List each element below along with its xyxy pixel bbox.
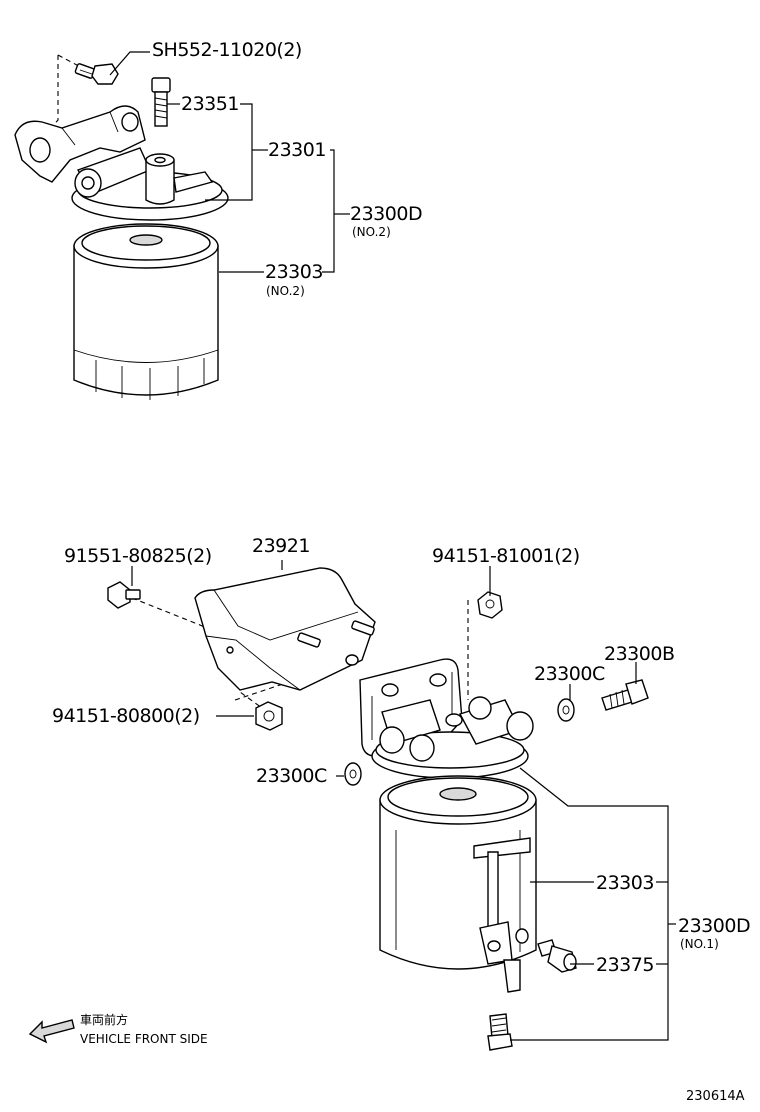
front-arrow-icon	[28, 1019, 75, 1044]
label-94151-81001: 94151-81001(2)	[432, 545, 580, 567]
nut-94151-80800-icon	[255, 701, 283, 731]
label-91551-80825: 91551-80825(2)	[64, 545, 212, 567]
label-23300d-top-sub: (NO.2)	[352, 225, 391, 239]
washer-23300c-left-icon	[344, 762, 362, 786]
label-23351: 23351	[181, 93, 239, 115]
filter-cartridge-23303-no2-icon	[73, 223, 219, 400]
label-23303-top-sub: (NO.2)	[266, 284, 305, 298]
bracket-23921-icon	[194, 567, 376, 691]
label-23300d-top: 23300D	[350, 203, 422, 225]
filter-head-ports-icon	[371, 696, 534, 779]
label-23303-bottom: 23303	[596, 872, 654, 894]
front-label-jp: 車両前方	[80, 1012, 128, 1027]
front-label-en: VEHICLE FRONT SIDE	[80, 1032, 208, 1046]
label-23301: 23301	[268, 139, 326, 161]
diagram-code: 230614A	[686, 1089, 745, 1104]
label-23375: 23375	[596, 954, 654, 976]
bolt-23351-icon	[151, 77, 171, 127]
filter-cartridge-23303-icon	[379, 775, 537, 970]
drain-pipe-icon	[473, 837, 531, 993]
label-sh552-11020: SH552-11020(2)	[152, 39, 302, 61]
nut-94151-81001-icon	[477, 591, 503, 619]
sensor-23375-icon	[537, 939, 577, 973]
drain-fitting-icon	[487, 1013, 513, 1051]
top-filter-assembly: SH552-11020(2) 23351 23301 23300D (NO.2)…	[14, 39, 423, 400]
bolt-23300b-icon	[601, 679, 649, 711]
bolt-sh552-icon	[74, 63, 119, 85]
label-23921: 23921	[252, 535, 310, 557]
filter-head-23301-icon	[71, 147, 229, 221]
stud-icon	[297, 620, 375, 648]
bolt-91551-icon	[107, 581, 141, 609]
washer-23300c-right-icon	[557, 698, 575, 722]
label-23300c-right: 23300C	[534, 663, 605, 685]
filter-bracket-icon	[14, 105, 146, 183]
label-23300d-bottom: 23300D	[678, 915, 750, 937]
label-94151-80800: 94151-80800(2)	[52, 705, 200, 727]
label-23300c-left: 23300C	[256, 765, 327, 787]
label-23300b: 23300B	[604, 643, 674, 665]
label-23303-top: 23303	[265, 261, 323, 283]
label-23300d-bottom-sub: (NO.1)	[680, 937, 719, 951]
bottom-filter-assembly: 91551-80825(2) 23921 94151-81001(2) 2330…	[52, 535, 751, 1051]
vehicle-front-indicator: 車両前方 VEHICLE FRONT SIDE	[28, 1012, 208, 1046]
